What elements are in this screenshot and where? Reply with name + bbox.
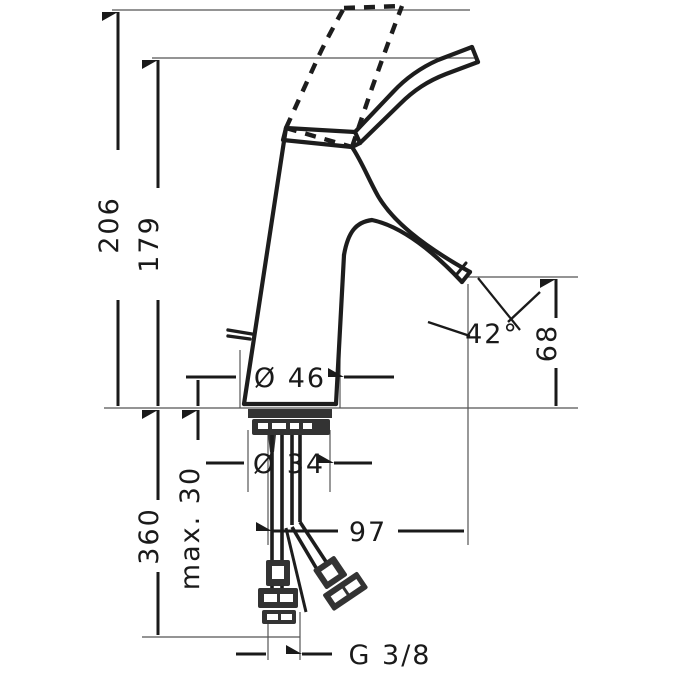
fitting-left-thread-slot-a xyxy=(267,614,278,620)
fitting-right-group xyxy=(313,556,368,611)
dimension-label-360: 360 xyxy=(134,507,165,565)
handle-bottom-edge xyxy=(357,59,481,146)
faucet-outline xyxy=(226,44,481,407)
hose-right-outer xyxy=(284,527,308,613)
fitting-left-thread xyxy=(262,610,296,624)
ghost-handle-tip xyxy=(343,3,403,11)
fitting-left-thread-slot-b xyxy=(281,614,292,620)
dimension-label-d46: Ø 46 xyxy=(254,363,326,394)
aerator-face xyxy=(459,269,473,285)
dimension-lines xyxy=(118,12,558,656)
dimension-label-97: 97 xyxy=(349,517,387,548)
dimension-label-206: 206 xyxy=(94,196,125,254)
body-right-lower-edge xyxy=(333,252,347,407)
fitting-right-nut-slot-a xyxy=(330,588,347,603)
housing-front-face xyxy=(280,125,355,150)
dimline-42-arrow-upper xyxy=(507,291,541,323)
dimension-label-68: 68 xyxy=(532,324,563,362)
dimension-label-d34: Ø 34 xyxy=(253,449,325,480)
fitting-left-window xyxy=(272,566,284,579)
dimline-42-arrow-lower xyxy=(427,320,471,336)
handle-top-edge xyxy=(352,44,475,135)
bracket-slot-1 xyxy=(258,423,268,429)
handle-tip xyxy=(469,44,481,65)
dimension-label-g38: G 3/8 xyxy=(349,640,432,671)
spout-upper-edge xyxy=(349,144,473,275)
aerator-ring-outer xyxy=(455,261,468,276)
dimension-label-max30: max. 30 xyxy=(175,466,206,590)
ghost-handle-right-edge xyxy=(349,5,405,148)
housing-top-edge xyxy=(283,125,358,135)
spout-lower-edge xyxy=(341,217,465,285)
fitting-right-window xyxy=(321,564,339,582)
base-gasket xyxy=(248,409,332,418)
dimension-label-179: 179 xyxy=(134,215,165,273)
handle-open-position-ghost xyxy=(283,3,405,150)
ghost-handle-left-edge xyxy=(283,6,346,129)
hose-fittings xyxy=(258,556,368,624)
dimension-label-42deg: 42° xyxy=(465,319,519,350)
popup-lever-top xyxy=(226,328,254,336)
mounting-assembly xyxy=(248,409,332,452)
popup-lever-bottom xyxy=(226,334,252,341)
fitting-left-nut-slot-b xyxy=(280,594,293,602)
bracket-slot-3 xyxy=(290,423,299,429)
bracket-slot-2 xyxy=(272,423,286,429)
body-left-edge xyxy=(241,125,289,407)
bracket-slot-4 xyxy=(303,423,312,429)
dimension-labels: 206 179 360 max. 30 Ø 46 Ø 34 97 68 42° … xyxy=(94,196,563,671)
fitting-left-nut xyxy=(258,588,298,608)
dimline-42-leader xyxy=(477,277,521,331)
fitting-left-nut-slot-a xyxy=(264,594,277,602)
fitting-right-nut-slot-b xyxy=(344,579,361,594)
